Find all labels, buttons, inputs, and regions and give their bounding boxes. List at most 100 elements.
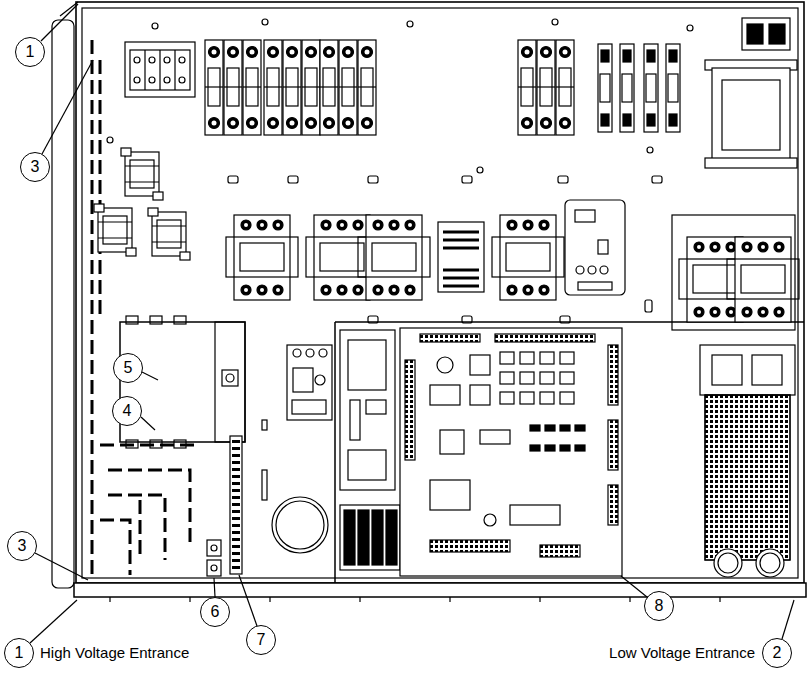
- control-transformer-part: [722, 80, 780, 150]
- power-supply-part: [150, 440, 162, 448]
- callout-number: 3: [18, 538, 27, 554]
- fuse-holders-part: [518, 40, 536, 135]
- control-board-part: [560, 372, 574, 384]
- leader-lines-part: [141, 417, 155, 430]
- contactors-part: [565, 200, 625, 295]
- contactors-part: [226, 215, 298, 300]
- fuse-holders-part: [556, 40, 574, 135]
- fuse-holders-part: [302, 40, 320, 135]
- control-board-part: [500, 392, 514, 404]
- control-transformer: [705, 18, 797, 168]
- resistor-grid-part: [752, 355, 782, 385]
- power-supply-part: [226, 374, 234, 382]
- callout-number: 5: [124, 360, 133, 376]
- control-board-part: [440, 430, 464, 454]
- mounting-holes-part: [152, 23, 158, 29]
- current-transformers-part: [148, 208, 190, 260]
- mounting-holes-part: [645, 300, 652, 312]
- overload-relay-part: [293, 368, 313, 392]
- leader-lines-part: [30, 600, 77, 643]
- control-board-part: [470, 385, 490, 405]
- wire-bundle-part: [91, 40, 94, 575]
- contactors-part: [598, 240, 608, 254]
- control-board-part: [608, 420, 618, 470]
- ground-bar-part: [272, 497, 328, 553]
- control-board-part: [372, 510, 383, 565]
- control-transformer-part: [712, 68, 790, 160]
- power-supply: [120, 316, 245, 448]
- fuse-holders-part: [598, 44, 612, 132]
- ground-bar-part: [276, 501, 324, 549]
- control-board-part: [540, 372, 554, 384]
- callout-circle: 1: [4, 638, 34, 668]
- contactors-part: [575, 210, 595, 222]
- control-board-part: [340, 505, 400, 570]
- leader-lines-part: [782, 600, 794, 639]
- fuse-holders-part: [358, 40, 376, 135]
- terminal-block-part: [130, 50, 190, 90]
- control-board-part: [560, 352, 574, 364]
- control-board-part: [420, 334, 480, 342]
- resistor-grid-part: [718, 553, 738, 573]
- resistor-grid-part: [705, 395, 790, 560]
- control-board-part: [358, 510, 369, 565]
- mounting-holes-part: [687, 25, 693, 31]
- mounting-holes-part: [558, 176, 568, 183]
- power-supply-part: [126, 440, 138, 448]
- terminal-block-part: [179, 57, 185, 63]
- control-board: [340, 328, 622, 576]
- control-board-part: [348, 340, 386, 390]
- control-board-part: [540, 392, 554, 404]
- fuse-holders-part: [620, 44, 634, 132]
- control-board-part: [430, 540, 510, 552]
- cabinet: [52, 2, 806, 602]
- mounting-holes-part: [107, 137, 113, 143]
- ground-bar-part: [207, 540, 221, 556]
- control-board-part: [386, 510, 397, 565]
- control-board-part: [340, 330, 395, 490]
- callout-circle: 7: [246, 625, 276, 655]
- mounting-holes-part: [368, 176, 378, 183]
- mounting-holes-part: [288, 176, 298, 183]
- control-board-part: [560, 425, 570, 431]
- terminal-block-part: [134, 77, 140, 83]
- fuse-holders-part: [666, 44, 680, 132]
- callout-number: 3: [31, 159, 40, 175]
- control-board-part: [530, 445, 540, 451]
- callout-number: 6: [211, 604, 220, 620]
- control-board-part: [495, 334, 595, 342]
- cabinet-part: [334, 322, 336, 583]
- mounting-holes-part: [560, 316, 570, 323]
- resistor-grid-part: [700, 345, 795, 395]
- fuse-holders-part: [224, 40, 242, 135]
- control-board-part: [348, 450, 386, 480]
- callout-circle: 1: [15, 37, 45, 67]
- fuse-holders-part: [264, 40, 282, 135]
- callout-circle: 5: [113, 353, 143, 383]
- mounting-holes-part: [262, 19, 268, 25]
- terminal-block-part: [179, 77, 185, 83]
- control-board-part: [545, 425, 555, 431]
- callout-circle: 6: [200, 597, 230, 627]
- mounting-holes-part: [368, 316, 378, 323]
- overload-relay-part: [262, 420, 267, 430]
- callout-circle: 3: [7, 531, 37, 561]
- control-board-part: [560, 445, 570, 451]
- power-supply-part: [120, 322, 245, 442]
- ground-bar-part: [211, 565, 217, 571]
- power-supply-part: [222, 370, 238, 386]
- terminal-block: [125, 42, 195, 97]
- contactors: [226, 200, 799, 330]
- contactors-part: [492, 215, 564, 300]
- control-board-part: [560, 392, 574, 404]
- contactors-part: [578, 282, 612, 290]
- leader-lines-part: [239, 575, 257, 626]
- control-board-part: [350, 400, 360, 440]
- control-transformer-part: [742, 18, 790, 50]
- fuse-holders: [205, 40, 680, 135]
- entrance-label: Low Voltage Entrance: [609, 645, 755, 662]
- leader-lines-part: [35, 553, 88, 580]
- mounting-holes-part: [407, 21, 413, 27]
- contactors-part: [358, 215, 430, 300]
- ground-bar: [207, 436, 328, 576]
